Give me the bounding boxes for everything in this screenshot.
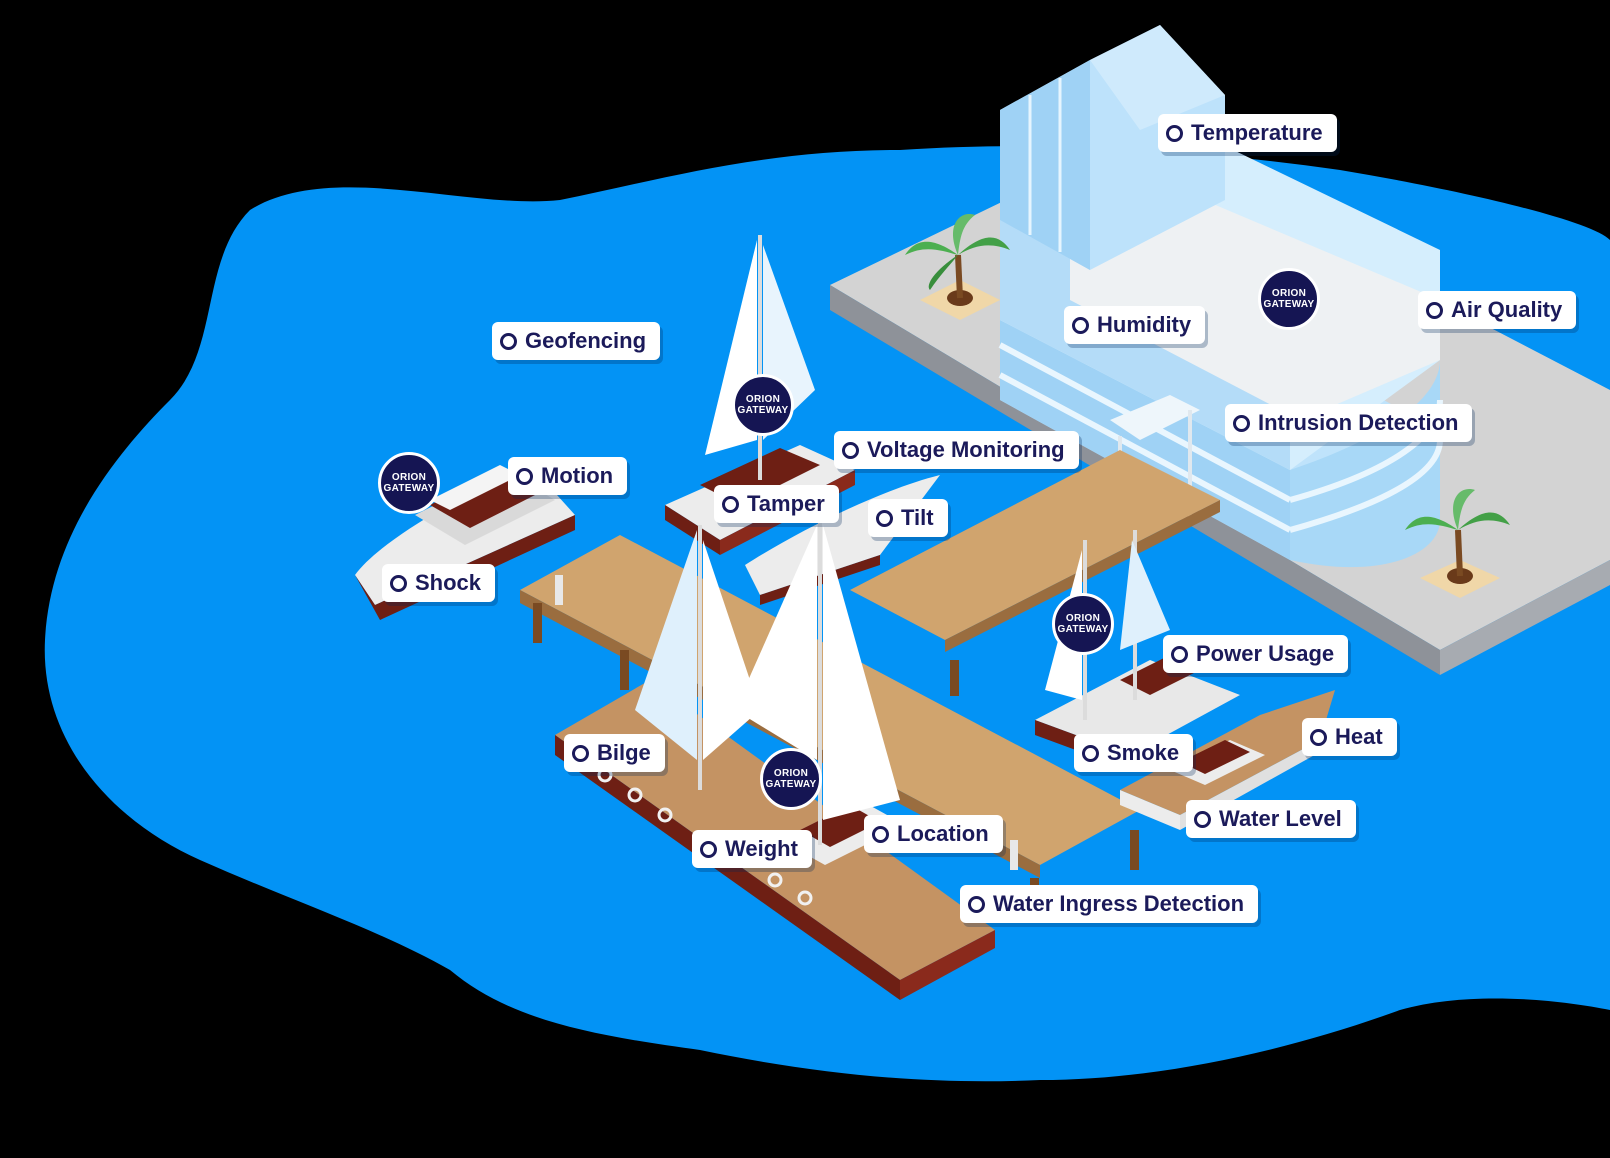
sensor-label-voltage-monitoring: Voltage Monitoring [834, 431, 1079, 469]
sensor-dot-icon [500, 332, 517, 350]
sensor-dot-icon [1233, 414, 1250, 432]
gateway-badge-sail-top: ORION GATEWAY [732, 374, 794, 436]
sensor-dot-icon [1166, 124, 1183, 142]
sensor-label-heat: Heat [1302, 718, 1397, 756]
sensor-label-power-usage: Power Usage [1163, 635, 1349, 673]
sensor-dot-icon [842, 441, 859, 459]
sensor-dot-icon [1194, 810, 1211, 828]
palm-tree-right [1405, 489, 1510, 598]
sensor-dot-icon [572, 744, 589, 762]
sensor-dot-icon [390, 574, 407, 592]
sensor-label-bilge: Bilge [564, 734, 665, 772]
sensor-label-smoke: Smoke [1074, 734, 1194, 772]
sensor-label-location: Location [864, 815, 1003, 853]
sensor-label-water-level: Water Level [1186, 800, 1356, 838]
sensor-label-humidity: Humidity [1064, 306, 1206, 344]
sensor-dot-icon [1082, 744, 1099, 762]
sensor-label-temperature: Temperature [1158, 114, 1337, 152]
sensor-dot-icon [722, 495, 739, 513]
sensor-dot-icon [1072, 316, 1089, 334]
gateway-badge-motor-yacht: ORION GATEWAY [378, 452, 440, 514]
sensor-dot-icon [968, 895, 985, 913]
sensor-dot-icon [876, 509, 893, 527]
palm-tree-left [905, 214, 1010, 320]
pier-side [1440, 560, 1610, 675]
gateway-badge-building: ORION GATEWAY [1258, 268, 1320, 330]
sensor-label-geofencing: Geofencing [492, 322, 661, 360]
sensor-dot-icon [1426, 301, 1443, 319]
sensor-dot-icon [872, 825, 889, 843]
sensor-dot-icon [516, 467, 533, 485]
sensor-label-shock: Shock [382, 564, 496, 602]
sensor-label-tamper: Tamper [714, 485, 839, 523]
gateway-badge-sail-right: ORION GATEWAY [1052, 593, 1114, 655]
sensor-label-water-ingress-detection: Water Ingress Detection [960, 885, 1259, 923]
gateway-badge-sail-large: ORION GATEWAY [760, 748, 822, 810]
sensor-dot-icon [1310, 728, 1327, 746]
sensor-label-air-quality: Air Quality [1418, 291, 1577, 329]
sensor-label-weight: Weight [692, 830, 812, 868]
sensor-label-intrusion-detection: Intrusion Detection [1225, 404, 1473, 442]
sensor-label-motion: Motion [508, 457, 628, 495]
sensor-label-tilt: Tilt [868, 499, 948, 537]
sensor-dot-icon [700, 840, 717, 858]
sensor-dot-icon [1171, 645, 1188, 663]
